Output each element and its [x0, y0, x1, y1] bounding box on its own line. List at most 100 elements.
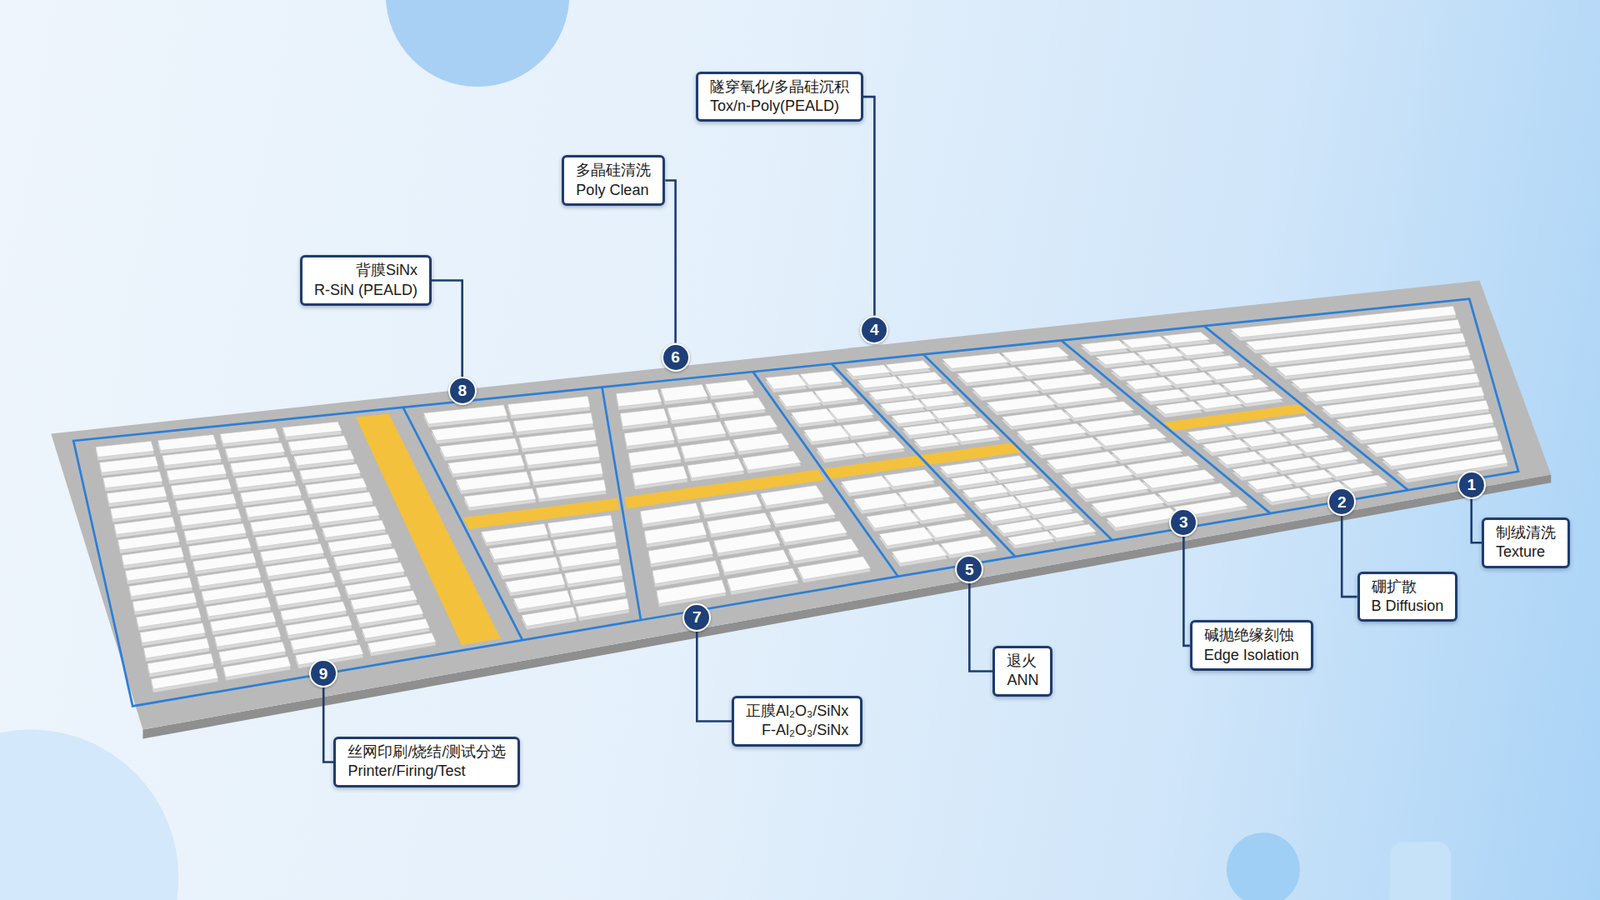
- machine: [519, 429, 597, 449]
- callout-label: 多晶硅清洗: [575, 160, 651, 180]
- machine: [1221, 379, 1270, 392]
- machine: [1256, 445, 1304, 459]
- machine: [1025, 501, 1073, 516]
- machine: [760, 485, 824, 505]
- machine: [250, 515, 313, 533]
- machine: [1061, 465, 1135, 485]
- machine: [733, 433, 790, 452]
- machine: [489, 540, 555, 560]
- machine: [620, 408, 669, 427]
- leader-line: [431, 280, 463, 378]
- machine: [121, 547, 185, 566]
- callout-box: 背膜SiNxR-SiN (PEALD): [300, 255, 432, 306]
- machine: [962, 484, 1010, 498]
- machine: [505, 573, 565, 593]
- machine: [1037, 512, 1085, 527]
- machine: [911, 502, 966, 521]
- machine: [714, 397, 766, 415]
- machine: [1180, 384, 1229, 397]
- machine: [201, 582, 267, 602]
- callout-label: Poly Clean: [575, 180, 651, 200]
- machine: [507, 395, 590, 415]
- machine: [367, 632, 436, 653]
- machine: [644, 522, 707, 545]
- machine: [890, 410, 937, 424]
- machine: [1206, 367, 1255, 380]
- machine: [1246, 475, 1294, 490]
- machine: [991, 466, 1039, 480]
- machine: [1242, 433, 1290, 447]
- machine: [439, 438, 519, 458]
- machine: [814, 387, 859, 403]
- machine: [553, 531, 617, 551]
- machine: [880, 400, 926, 413]
- callout-box: 制绒清洗Texture: [1481, 517, 1570, 569]
- machine: [1049, 524, 1097, 539]
- machine: [898, 485, 951, 504]
- machine: [1125, 376, 1174, 390]
- machine: [287, 435, 348, 452]
- callout-label: Tox/n-Poly(PEALD): [710, 96, 850, 116]
- machine: [480, 523, 549, 543]
- callout-number: 6: [661, 343, 690, 372]
- machine: [840, 475, 891, 494]
- machine: [920, 395, 966, 408]
- callout-number: 2: [1327, 487, 1356, 516]
- machine: [135, 607, 201, 628]
- machine: [891, 544, 948, 564]
- callout-label: 背膜SiNx: [314, 260, 418, 280]
- machine: [828, 404, 875, 420]
- machine: [1311, 451, 1359, 465]
- machine: [971, 380, 1040, 398]
- callout-label: Texture: [1495, 542, 1556, 562]
- machine: [1155, 400, 1204, 415]
- machine: [513, 412, 594, 432]
- callout-label: 碱抛绝缘刻蚀: [1204, 625, 1300, 645]
- machine: [956, 366, 1025, 383]
- machine: [431, 421, 514, 441]
- callout-label: Printer/Firing/Test: [347, 761, 506, 781]
- machine: [680, 440, 736, 460]
- machine: [865, 510, 920, 529]
- machine: [1267, 415, 1315, 430]
- machine: [1007, 530, 1055, 545]
- machine: [188, 538, 252, 557]
- zone-divider: [601, 387, 641, 621]
- machine: [299, 464, 361, 480]
- machine: [293, 450, 355, 466]
- machine: [180, 508, 242, 526]
- deco-circle: [385, 0, 570, 87]
- machine: [845, 365, 891, 377]
- machine: [857, 376, 903, 389]
- machine: [170, 479, 232, 496]
- machine: [521, 606, 577, 626]
- machine: [223, 656, 291, 678]
- machine: [1151, 360, 1200, 373]
- machine: [800, 370, 844, 386]
- leader-line: [863, 96, 875, 315]
- leader-line: [1183, 536, 1190, 646]
- callout-number-text: 6: [670, 349, 680, 365]
- leader-line: [1341, 515, 1357, 597]
- callout-label: 硼扩散: [1371, 577, 1445, 597]
- machine: [1121, 335, 1170, 348]
- machine: [455, 471, 531, 491]
- callout-label: 隧穿氧化/多晶硅沉积: [710, 77, 850, 97]
- machine: [260, 543, 325, 562]
- zone-dividers: [403, 325, 1409, 640]
- machine: [225, 442, 285, 459]
- machine: [950, 472, 998, 486]
- machine: [778, 391, 822, 408]
- callout-label: F-Al₂O₃/SiNx: [745, 720, 849, 740]
- machine: [954, 429, 1000, 442]
- leader-line: [969, 583, 993, 671]
- machine: [1136, 348, 1185, 361]
- machine: [513, 590, 571, 610]
- machine: [1110, 365, 1159, 378]
- callout-label: 退火: [1006, 651, 1039, 671]
- machine: [535, 480, 607, 500]
- machine: [1195, 395, 1244, 409]
- machine: [95, 440, 155, 457]
- callout-label: Edge Isolation: [1204, 645, 1300, 665]
